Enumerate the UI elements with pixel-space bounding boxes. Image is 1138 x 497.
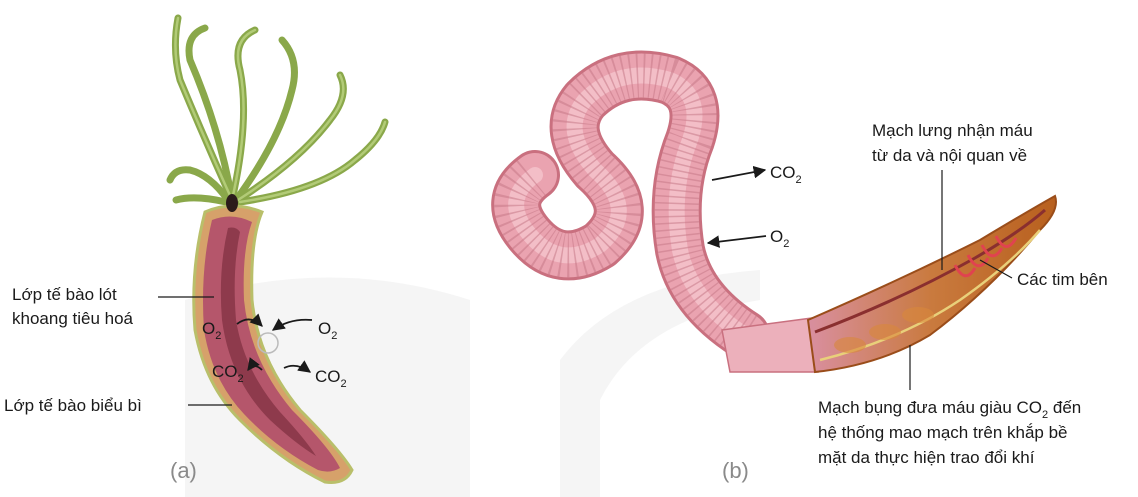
ventral-vessel-label-line2: hệ thống mao mạch trên khắp bề (818, 423, 1068, 442)
earthworm-arrows (708, 170, 766, 243)
inner-layer-label-line2: khoang tiêu hoá (12, 309, 134, 328)
ventral-vessel-label-line3: mặt da thực hiện trao đổi khí (818, 448, 1035, 467)
dorsal-vessel-label-line2: từ da và nội quan về (872, 146, 1027, 165)
inner-layer-label-line1: Lớp tế bào lót (12, 285, 117, 304)
panel-b-label: (b) (722, 458, 749, 483)
lateral-hearts-label: Các tim bên (1017, 270, 1108, 289)
o2-worm-label: O2 (770, 227, 789, 250)
co2-worm-label: CO2 (770, 163, 802, 186)
hydra-mouth (226, 194, 238, 212)
ventral-vessel-label-line1: Mạch bụng đưa máu giàu CO2 đến (818, 398, 1081, 421)
hydra-tentacles (170, 18, 385, 202)
dorsal-vessel-label-line1: Mạch lưng nhận máu (872, 121, 1033, 140)
outer-layer-label: Lớp tế bào biểu bì (4, 396, 142, 415)
panel-a-label: (a) (170, 458, 197, 483)
